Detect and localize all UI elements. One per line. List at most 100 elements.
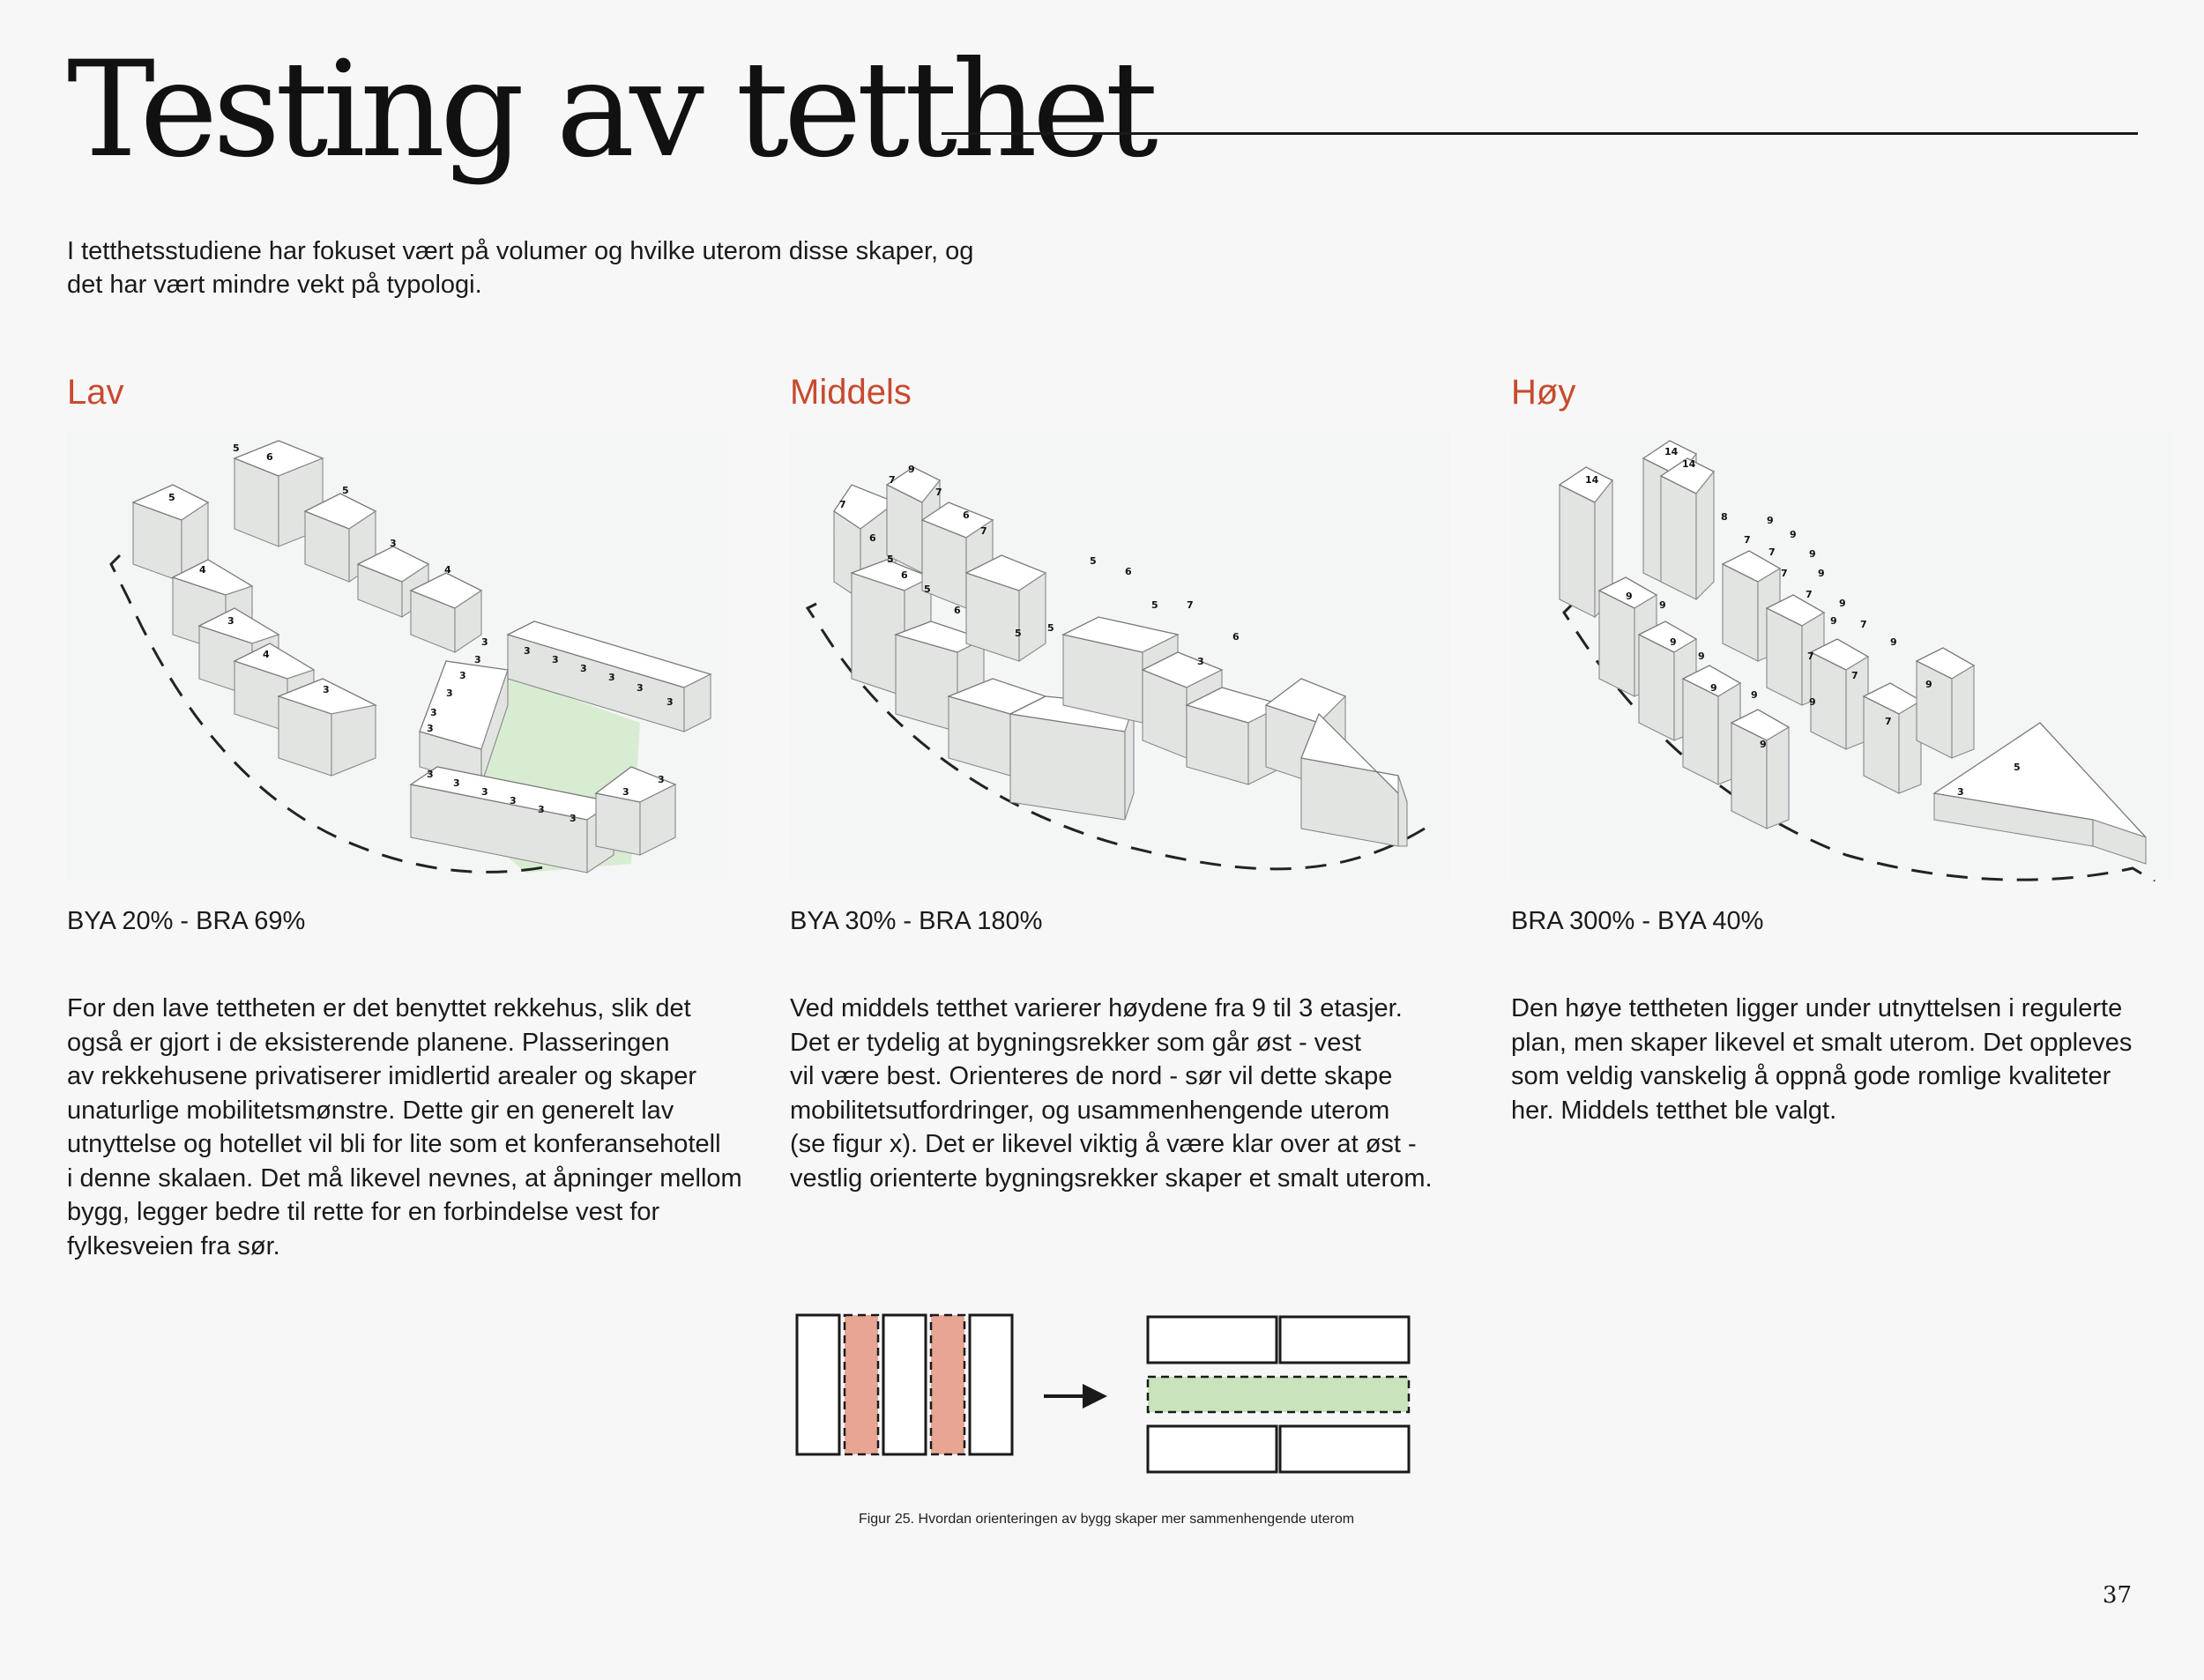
svg-text:7: 7	[1806, 589, 1813, 600]
svg-text:9: 9	[1809, 548, 1816, 560]
svg-text:7: 7	[1860, 619, 1867, 630]
svg-text:3: 3	[227, 615, 235, 627]
description-line: unaturlige mobilitetsmønstre. Dette gir …	[67, 1096, 674, 1125]
svg-text:5: 5	[1151, 599, 1158, 611]
svg-text:14: 14	[1664, 446, 1679, 457]
svg-text:3: 3	[552, 654, 559, 665]
svg-text:5: 5	[168, 492, 175, 503]
building	[409, 572, 483, 654]
building	[1915, 647, 1976, 759]
svg-text:3: 3	[474, 654, 481, 665]
svg-text:9: 9	[1659, 599, 1666, 611]
svg-text:4: 4	[199, 564, 206, 576]
svg-text:6: 6	[954, 605, 961, 616]
page-title: Testing av tetthet	[67, 33, 1158, 187]
description-line: her. Middels tetthet ble valgt.	[1511, 1096, 1837, 1125]
building	[594, 766, 677, 856]
svg-text:3: 3	[666, 696, 674, 708]
building	[1721, 550, 1782, 662]
svg-text:3: 3	[622, 786, 629, 798]
svg-text:9: 9	[1710, 682, 1717, 694]
intro-text: I tetthetsstudiene har fokuset vært på v…	[67, 234, 993, 301]
svg-text:7: 7	[889, 474, 896, 486]
svg-text:9: 9	[1790, 529, 1797, 540]
description-line: bygg, legger bedre til rette for en forb…	[67, 1198, 660, 1226]
svg-text:9: 9	[1767, 515, 1774, 526]
intro-line: det har vært mindre vekt på typologi.	[67, 271, 482, 299]
residual-space	[843, 1313, 880, 1456]
svg-text:9: 9	[1890, 636, 1897, 648]
svg-text:3: 3	[658, 774, 665, 785]
building	[1659, 457, 1716, 601]
building	[1730, 709, 1791, 829]
svg-text:5: 5	[887, 554, 894, 565]
svg-text:3: 3	[427, 769, 434, 780]
svg-text:9: 9	[908, 464, 915, 475]
description-line: i denne skalaen. Det må likevel nevnes, …	[67, 1163, 742, 1193]
svg-text:7: 7	[839, 499, 846, 510]
svg-text:9: 9	[1925, 679, 1932, 690]
building	[131, 484, 210, 584]
building	[506, 621, 712, 732]
building	[1597, 576, 1658, 697]
svg-text:3: 3	[637, 682, 644, 694]
building	[1862, 682, 1923, 794]
svg-text:9: 9	[1830, 615, 1837, 627]
svg-text:9: 9	[1626, 591, 1633, 602]
figure-caption: Figur 25. Hvordan orienteringen av bygg …	[858, 1512, 1355, 1527]
svg-text:3: 3	[1957, 786, 1964, 798]
description-hoy: Den høye tettheten ligger under utnyttel…	[1511, 992, 2181, 1127]
description-line: vil være best. Orienteres de nord - sør …	[790, 1062, 1393, 1090]
svg-text:3: 3	[538, 804, 545, 815]
svg-text:3: 3	[481, 786, 488, 798]
svg-text:3: 3	[481, 636, 488, 648]
svg-text:3: 3	[608, 672, 615, 683]
description-middels: Ved middels tetthet varierer høydene fra…	[790, 992, 1460, 1195]
description-lav: For den lave tettheten er det benyttet r…	[67, 992, 742, 1263]
building-block	[1278, 1315, 1411, 1364]
building-block	[968, 1313, 1014, 1456]
svg-text:6: 6	[901, 569, 908, 581]
description-line: For den lave tettheten er det benyttet r…	[67, 994, 691, 1022]
svg-text:9: 9	[1760, 739, 1767, 750]
svg-text:4: 4	[263, 649, 270, 660]
north-south-layout	[795, 1313, 1014, 1456]
description-line: Ved middels tetthet varierer høydene fra…	[790, 994, 1403, 1022]
description-line: som veldig vanskelig å oppnå gode romlig…	[1511, 1062, 2111, 1090]
building-block	[1278, 1424, 1411, 1474]
description-line: fylkesveien fra sør.	[67, 1231, 280, 1260]
orientation-figure	[793, 1313, 1419, 1490]
intro-line: I tetthetsstudiene har fokuset vært på v…	[67, 237, 974, 265]
svg-text:7: 7	[1187, 599, 1194, 611]
building	[1809, 638, 1870, 750]
density-stats-lav: BYA 20% - BRA 69%	[67, 907, 306, 935]
svg-text:6: 6	[1232, 631, 1240, 643]
svg-text:5: 5	[233, 442, 240, 454]
svg-text:3: 3	[453, 777, 460, 789]
building-block	[1146, 1315, 1278, 1364]
description-line: plan, men skaper likevel et smalt uterom…	[1511, 1028, 2133, 1057]
building-block	[795, 1313, 841, 1456]
svg-text:9: 9	[1818, 568, 1825, 579]
orientation-diagram	[795, 1313, 1411, 1474]
description-line: mobilitetsutfordringer, og usammenhengen…	[790, 1096, 1390, 1125]
svg-text:3: 3	[524, 645, 531, 657]
page-number: 37	[2102, 1582, 2132, 1609]
svg-text:7: 7	[1768, 546, 1776, 558]
title-rule	[942, 132, 2138, 135]
building	[1681, 665, 1742, 785]
svg-text:9: 9	[1670, 636, 1677, 648]
svg-text:7: 7	[1807, 650, 1814, 662]
description-line: av rekkehusene privatiserer imidlertid a…	[67, 1062, 697, 1090]
svg-text:3: 3	[510, 795, 517, 807]
svg-text:9: 9	[1698, 650, 1705, 662]
column-heading-middels: Middels	[790, 373, 912, 412]
svg-text:7: 7	[1744, 534, 1751, 546]
svg-text:9: 9	[1751, 689, 1758, 701]
